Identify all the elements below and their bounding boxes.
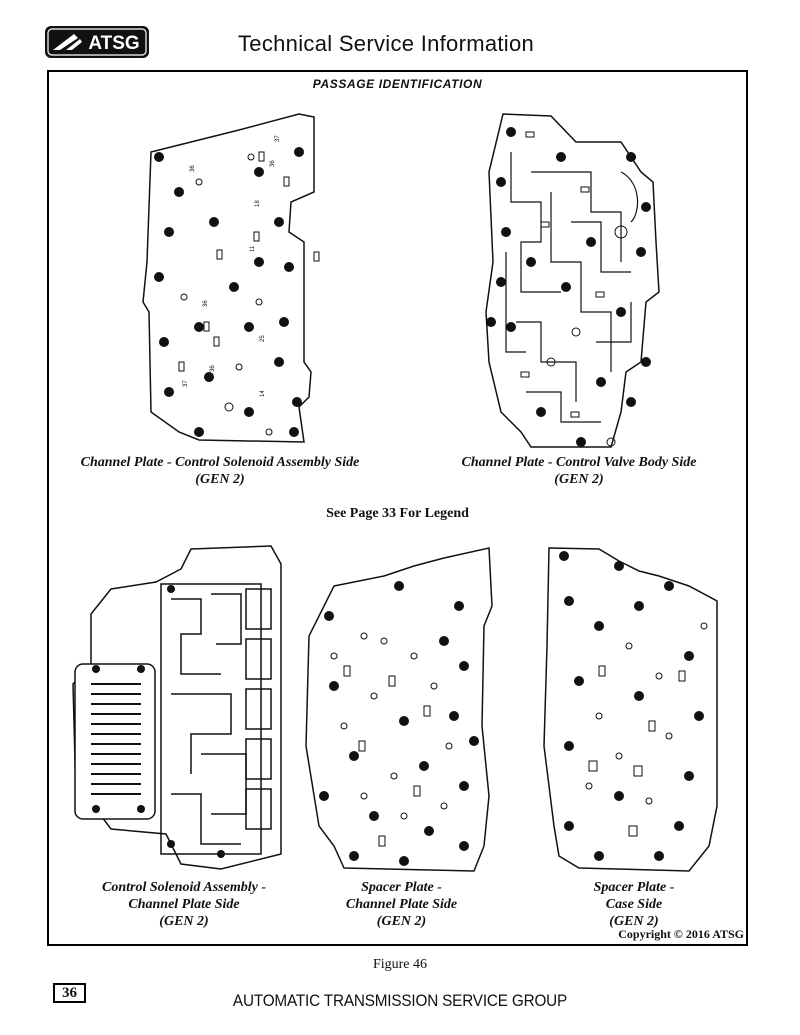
caption-control-solenoid-assembly: Control Solenoid Assembly - Channel Plat…	[69, 879, 299, 930]
caption-line: Channel Plate - Control Valve Body Side	[461, 455, 697, 470]
svg-text:37: 37	[275, 135, 281, 142]
svg-text:36: 36	[270, 160, 276, 167]
caption-line: (GEN 2)	[159, 914, 209, 929]
figure-frame: PASSAGE IDENTIFICATION 37 36 36 18 11 36 25…	[47, 70, 748, 946]
caption-line: (GEN 2)	[609, 914, 659, 929]
svg-text:11: 11	[250, 245, 256, 252]
caption-line: Channel Plate - Control Solenoid Assembl…	[80, 455, 360, 470]
svg-text:36: 36	[210, 365, 216, 372]
svg-text:36: 36	[203, 300, 209, 307]
caption-line: (GEN 2)	[376, 914, 427, 929]
caption-line: (GEN 2)	[554, 472, 604, 487]
caption-line: (GEN 2)	[195, 472, 245, 487]
caption-spacer-plate-case-side: Spacer Plate - Case Side (GEN 2)	[559, 879, 709, 930]
caption-line: Channel Plate Side	[128, 897, 240, 912]
page-number: 36	[53, 983, 86, 1003]
svg-text:25: 25	[260, 335, 266, 342]
svg-text:37: 37	[183, 380, 189, 387]
svg-text:18: 18	[255, 200, 261, 207]
caption-channel-plate-valve-body-side: Channel Plate - Control Valve Body Side …	[429, 454, 729, 488]
channel-plate-solenoid-side-diagram: 37 36 36 18 11 36 25 36 37 14	[142, 113, 320, 443]
page-title: Technical Service Information	[238, 31, 535, 56]
caption-line: Spacer Plate -	[361, 880, 442, 895]
control-solenoid-assembly-diagram	[72, 545, 282, 870]
copyright: Copyright © 2016 ATSG	[618, 927, 744, 941]
footer-text: AUTOMATIC TRANSMISSION SERVICE GROUP	[232, 991, 568, 1010]
caption-channel-plate-solenoid-side: Channel Plate - Control Solenoid Assembl…	[55, 454, 385, 488]
caption-line: Spacer Plate -	[593, 880, 675, 895]
figure-label: Figure 46	[372, 957, 428, 972]
caption-spacer-plate-channel-side: Spacer Plate - Channel Plate Side (GEN 2…	[319, 879, 484, 930]
caption-line: Channel Plate Side	[345, 897, 458, 912]
svg-text:36: 36	[190, 165, 196, 172]
svg-text:14: 14	[260, 390, 266, 397]
caption-line: Control Solenoid Assembly -	[101, 880, 266, 895]
channel-plate-valve-body-side-diagram	[485, 113, 660, 448]
logo-text: ATSG	[88, 33, 139, 54]
atsg-logo: ATSG	[45, 26, 149, 58]
section-title: PASSAGE IDENTIFICATION	[312, 77, 483, 91]
legend-note: See Page 33 For Legend	[326, 506, 469, 521]
spacer-plate-case-side-diagram	[543, 547, 718, 872]
spacer-plate-channel-side-diagram	[305, 547, 493, 872]
caption-line: Case Side	[605, 897, 663, 912]
